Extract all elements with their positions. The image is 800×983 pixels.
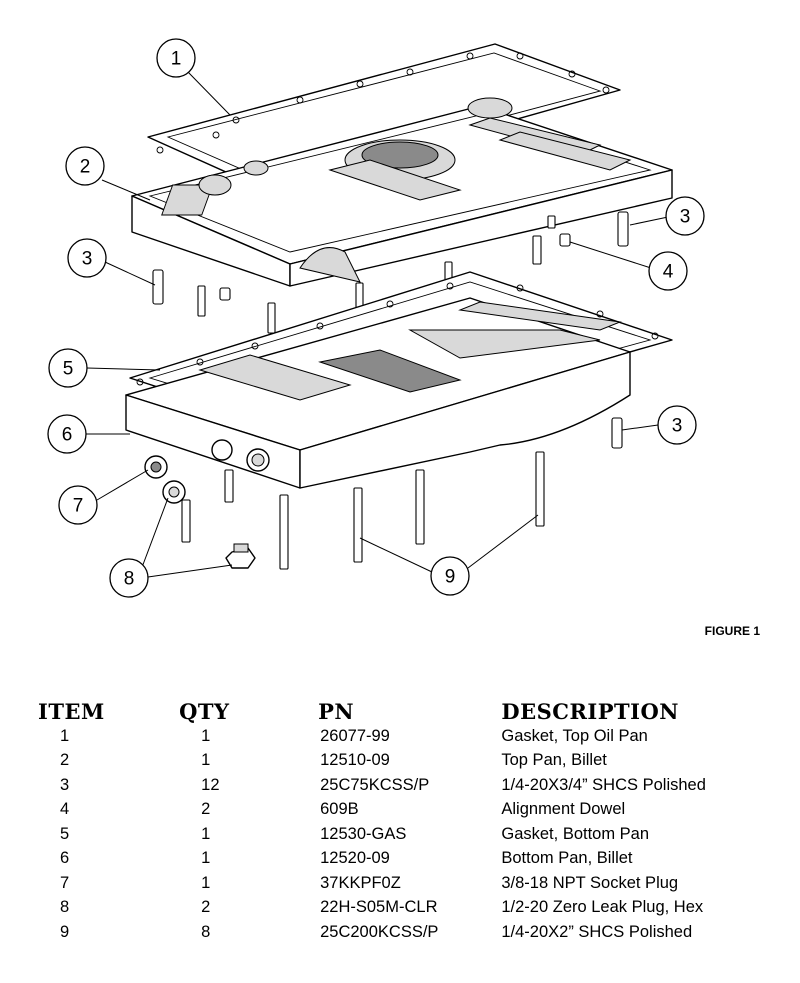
cell-qty: 1: [201, 849, 211, 868]
callout-3-number-c: 3: [672, 416, 683, 437]
callout-9: 9: [430, 556, 470, 596]
cell-description: 3/8-18 NPT Socket Plug: [501, 873, 679, 892]
cell-pn: 25C200KCSS/P: [320, 922, 439, 941]
cell-pn: 26077-99: [320, 726, 390, 745]
cell-qty: 2: [201, 898, 211, 917]
callout-2-number: 2: [80, 157, 91, 178]
parts-table-header: ITEM QTY PN DESCRIPTION: [38, 698, 800, 724]
cell-description: Gasket, Top Oil Pan: [501, 726, 648, 745]
callout-3-number-a: 3: [680, 207, 691, 228]
table-row: 5 1 12530-GAS Gasket, Bottom Pan: [38, 822, 800, 847]
table-row: 2 1 12510-09 Top Pan, Billet: [38, 749, 800, 774]
table-row: 4 2 609B Alignment Dowel: [38, 798, 800, 823]
callout-6: 6: [47, 414, 87, 454]
cell-item: 3: [60, 775, 70, 794]
callout-3-number-b: 3: [82, 249, 93, 270]
callout-3-right-lower: 3: [657, 405, 697, 445]
cell-pn: 12520-09: [320, 849, 390, 868]
cell-item: 1: [60, 726, 70, 745]
cell-qty: 1: [201, 726, 211, 745]
cell-item: 9: [60, 922, 70, 941]
table-row: 1 1 26077-99 Gasket, Top Oil Pan: [38, 724, 800, 749]
header-qty: QTY: [179, 698, 230, 724]
callout-7: 7: [58, 485, 98, 525]
cell-description: 1/4-20X2” SHCS Polished: [501, 922, 693, 941]
cell-item: 4: [60, 800, 70, 819]
cell-item: 7: [60, 873, 70, 892]
cell-description: Bottom Pan, Billet: [501, 849, 633, 868]
callout-7-number: 7: [73, 496, 84, 517]
cell-pn: 609B: [320, 800, 359, 819]
leader-lines: [86, 71, 669, 578]
callout-5: 5: [48, 348, 88, 388]
bottom-billet-pan: [125, 297, 631, 489]
table-row: 3 12 25C75KCSS/P 1/4-20X3/4” SHCS Polished: [38, 773, 800, 798]
cell-item: 6: [60, 849, 70, 868]
cell-pn: 12510-09: [320, 751, 390, 770]
cell-item: 5: [60, 824, 70, 843]
cell-pn: 37KKPF0Z: [320, 873, 401, 892]
cell-pn: 12530-GAS: [320, 824, 407, 843]
exploded-assembly-drawing: 1 2 3 3 4 5 6 3 7 8 9: [47, 38, 705, 598]
cell-description: Gasket, Bottom Pan: [501, 824, 650, 843]
table-row: 9 8 25C200KCSS/P 1/4-20X2” SHCS Polished: [38, 920, 800, 945]
top-billet-pan: [131, 97, 673, 287]
header-pn: PN: [318, 698, 355, 724]
table-row: 6 1 12520-09 Bottom Pan, Billet: [38, 847, 800, 872]
callout-8-number: 8: [124, 569, 135, 590]
lower-fasteners: [144, 417, 623, 570]
table-row: 8 2 22H-S05M-CLR 1/2-20 Zero Leak Plug, Hex: [38, 896, 800, 921]
cell-qty: 1: [201, 824, 211, 843]
callout-3-left: 3: [67, 238, 107, 278]
cell-qty: 1: [201, 873, 211, 892]
table-row: 7 1 37KKPF0Z 3/8-18 NPT Socket Plug: [38, 871, 800, 896]
callout-4-number: 4: [663, 262, 674, 283]
callout-6-number: 6: [62, 425, 73, 446]
callout-8: 8: [109, 558, 149, 598]
cell-item: 8: [60, 898, 70, 917]
header-description: DESCRIPTION: [501, 698, 679, 724]
callout-1-number: 1: [171, 49, 182, 70]
callout-4: 4: [648, 251, 688, 291]
cell-description: Alignment Dowel: [501, 800, 626, 819]
cell-pn: 25C75KCSS/P: [320, 775, 430, 794]
callout-5-number: 5: [63, 359, 74, 380]
cell-description: Top Pan, Billet: [501, 751, 607, 770]
callout-1: 1: [156, 38, 196, 78]
callout-3-right-upper: 3: [665, 196, 705, 236]
cell-item: 2: [60, 751, 70, 770]
callout-9-number: 9: [445, 567, 456, 588]
figure-label: FIGURE 1: [704, 624, 760, 638]
cell-pn: 22H-S05M-CLR: [320, 898, 438, 917]
callout-2: 2: [65, 146, 105, 186]
cell-description: 1/2-20 Zero Leak Plug, Hex: [501, 898, 704, 917]
cell-qty: 12: [201, 775, 220, 794]
cell-description: 1/4-20X3/4” SHCS Polished: [501, 775, 706, 794]
cell-qty: 2: [201, 800, 211, 819]
cell-qty: 1: [201, 751, 211, 770]
cell-qty: 8: [201, 922, 211, 941]
header-item: ITEM: [38, 698, 105, 724]
